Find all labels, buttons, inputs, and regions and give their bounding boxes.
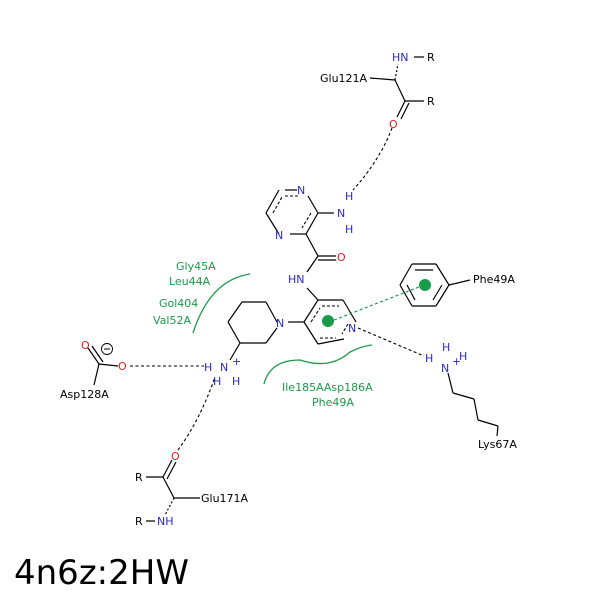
pi-center-pyridine <box>322 315 334 327</box>
residue-asp128: O O Asp128A <box>60 339 127 401</box>
pi-stacking-line <box>333 286 420 321</box>
atom-n-ammonium: N <box>220 361 228 374</box>
label-glu171: Glu171A <box>201 492 249 505</box>
atom-n-pyrazine-4: N <box>275 229 283 242</box>
label-phe49-ring: Phe49A <box>473 273 515 286</box>
hbond-lys67 <box>357 327 425 357</box>
residue-lys67: N + H H H Lys67A <box>425 341 517 451</box>
atom-n-pyridine: N <box>348 322 356 335</box>
hydrophobic-label-ile185-asp186: Ile185AAsp186A <box>282 381 373 394</box>
atom-r-glu121-top: R <box>427 51 435 64</box>
piperidine-ring: N N + H H H <box>204 301 284 388</box>
atom-r-glu121-carbonyl: R <box>427 95 435 108</box>
atom-hn-carboxamide: HN <box>288 273 305 286</box>
pyridine-ring: N <box>288 287 357 345</box>
pyrazine-ring: N N N H H O HN <box>265 184 353 286</box>
charge-plus-lys67: + <box>452 355 461 368</box>
label-asp128: Asp128A <box>60 388 109 401</box>
atom-r-glu171-carbonyl: R <box>135 471 143 484</box>
atom-n-pyrazine-1: N <box>297 184 305 197</box>
hydrophobic-label-phe49: Phe49A <box>312 396 354 409</box>
atom-o-asp128-2: O <box>118 360 127 373</box>
atom-r-glu171-n: R <box>135 515 143 528</box>
hydrophobic-label-val52: Val52A <box>153 314 191 327</box>
hbond-glu171 <box>177 376 216 451</box>
label-lys67: Lys67A <box>478 438 517 451</box>
atom-h-amine-2: H <box>345 223 353 236</box>
atom-h-lys67-1: H <box>425 352 433 365</box>
hydrophobic-arc-bottom <box>263 344 373 385</box>
atom-h-ammonium-3: H <box>232 375 240 388</box>
atom-h-amine-1: H <box>345 190 353 203</box>
label-glu121: Glu121A <box>320 72 368 85</box>
residue-phe49-ring: Phe49A <box>399 263 515 307</box>
atom-nh-glu171: NH <box>157 515 174 528</box>
atom-o-asp128-1: O <box>81 339 90 352</box>
hydrophobic-arc-left <box>192 273 251 334</box>
pi-center-phe49 <box>419 279 431 291</box>
atom-o-glu121: O <box>389 118 398 131</box>
atom-h-lys67-2: H <box>442 341 450 354</box>
atom-n-amine: N <box>337 207 345 220</box>
hbond-glu121 <box>352 127 393 191</box>
atom-h-ammonium-1: H <box>204 361 212 374</box>
charge-minus-asp128 <box>101 343 113 355</box>
atom-hn-glu121: HN <box>392 51 409 64</box>
hydrophobic-label-leu44: Leu44A <box>169 275 211 288</box>
residue-glu171: O R Glu171A R NH <box>135 450 249 528</box>
atom-n-piperidine: N <box>276 317 284 330</box>
atom-h-ammonium-2: H <box>213 375 221 388</box>
atom-n-lys67: N <box>441 362 449 375</box>
diagram-title: 4n6z:2HW <box>14 553 189 593</box>
hydrophobic-label-gly45: Gly45A <box>176 260 216 273</box>
atom-o-glu171: O <box>171 450 180 463</box>
charge-plus-ammonium: + <box>232 355 241 368</box>
atom-o-carboxamide: O <box>337 251 346 264</box>
residue-glu121: Glu121A HN R R O <box>320 51 435 131</box>
atom-h-lys67-3: H <box>459 350 467 363</box>
hydrophobic-label-gol404: Gol404 <box>159 297 198 310</box>
